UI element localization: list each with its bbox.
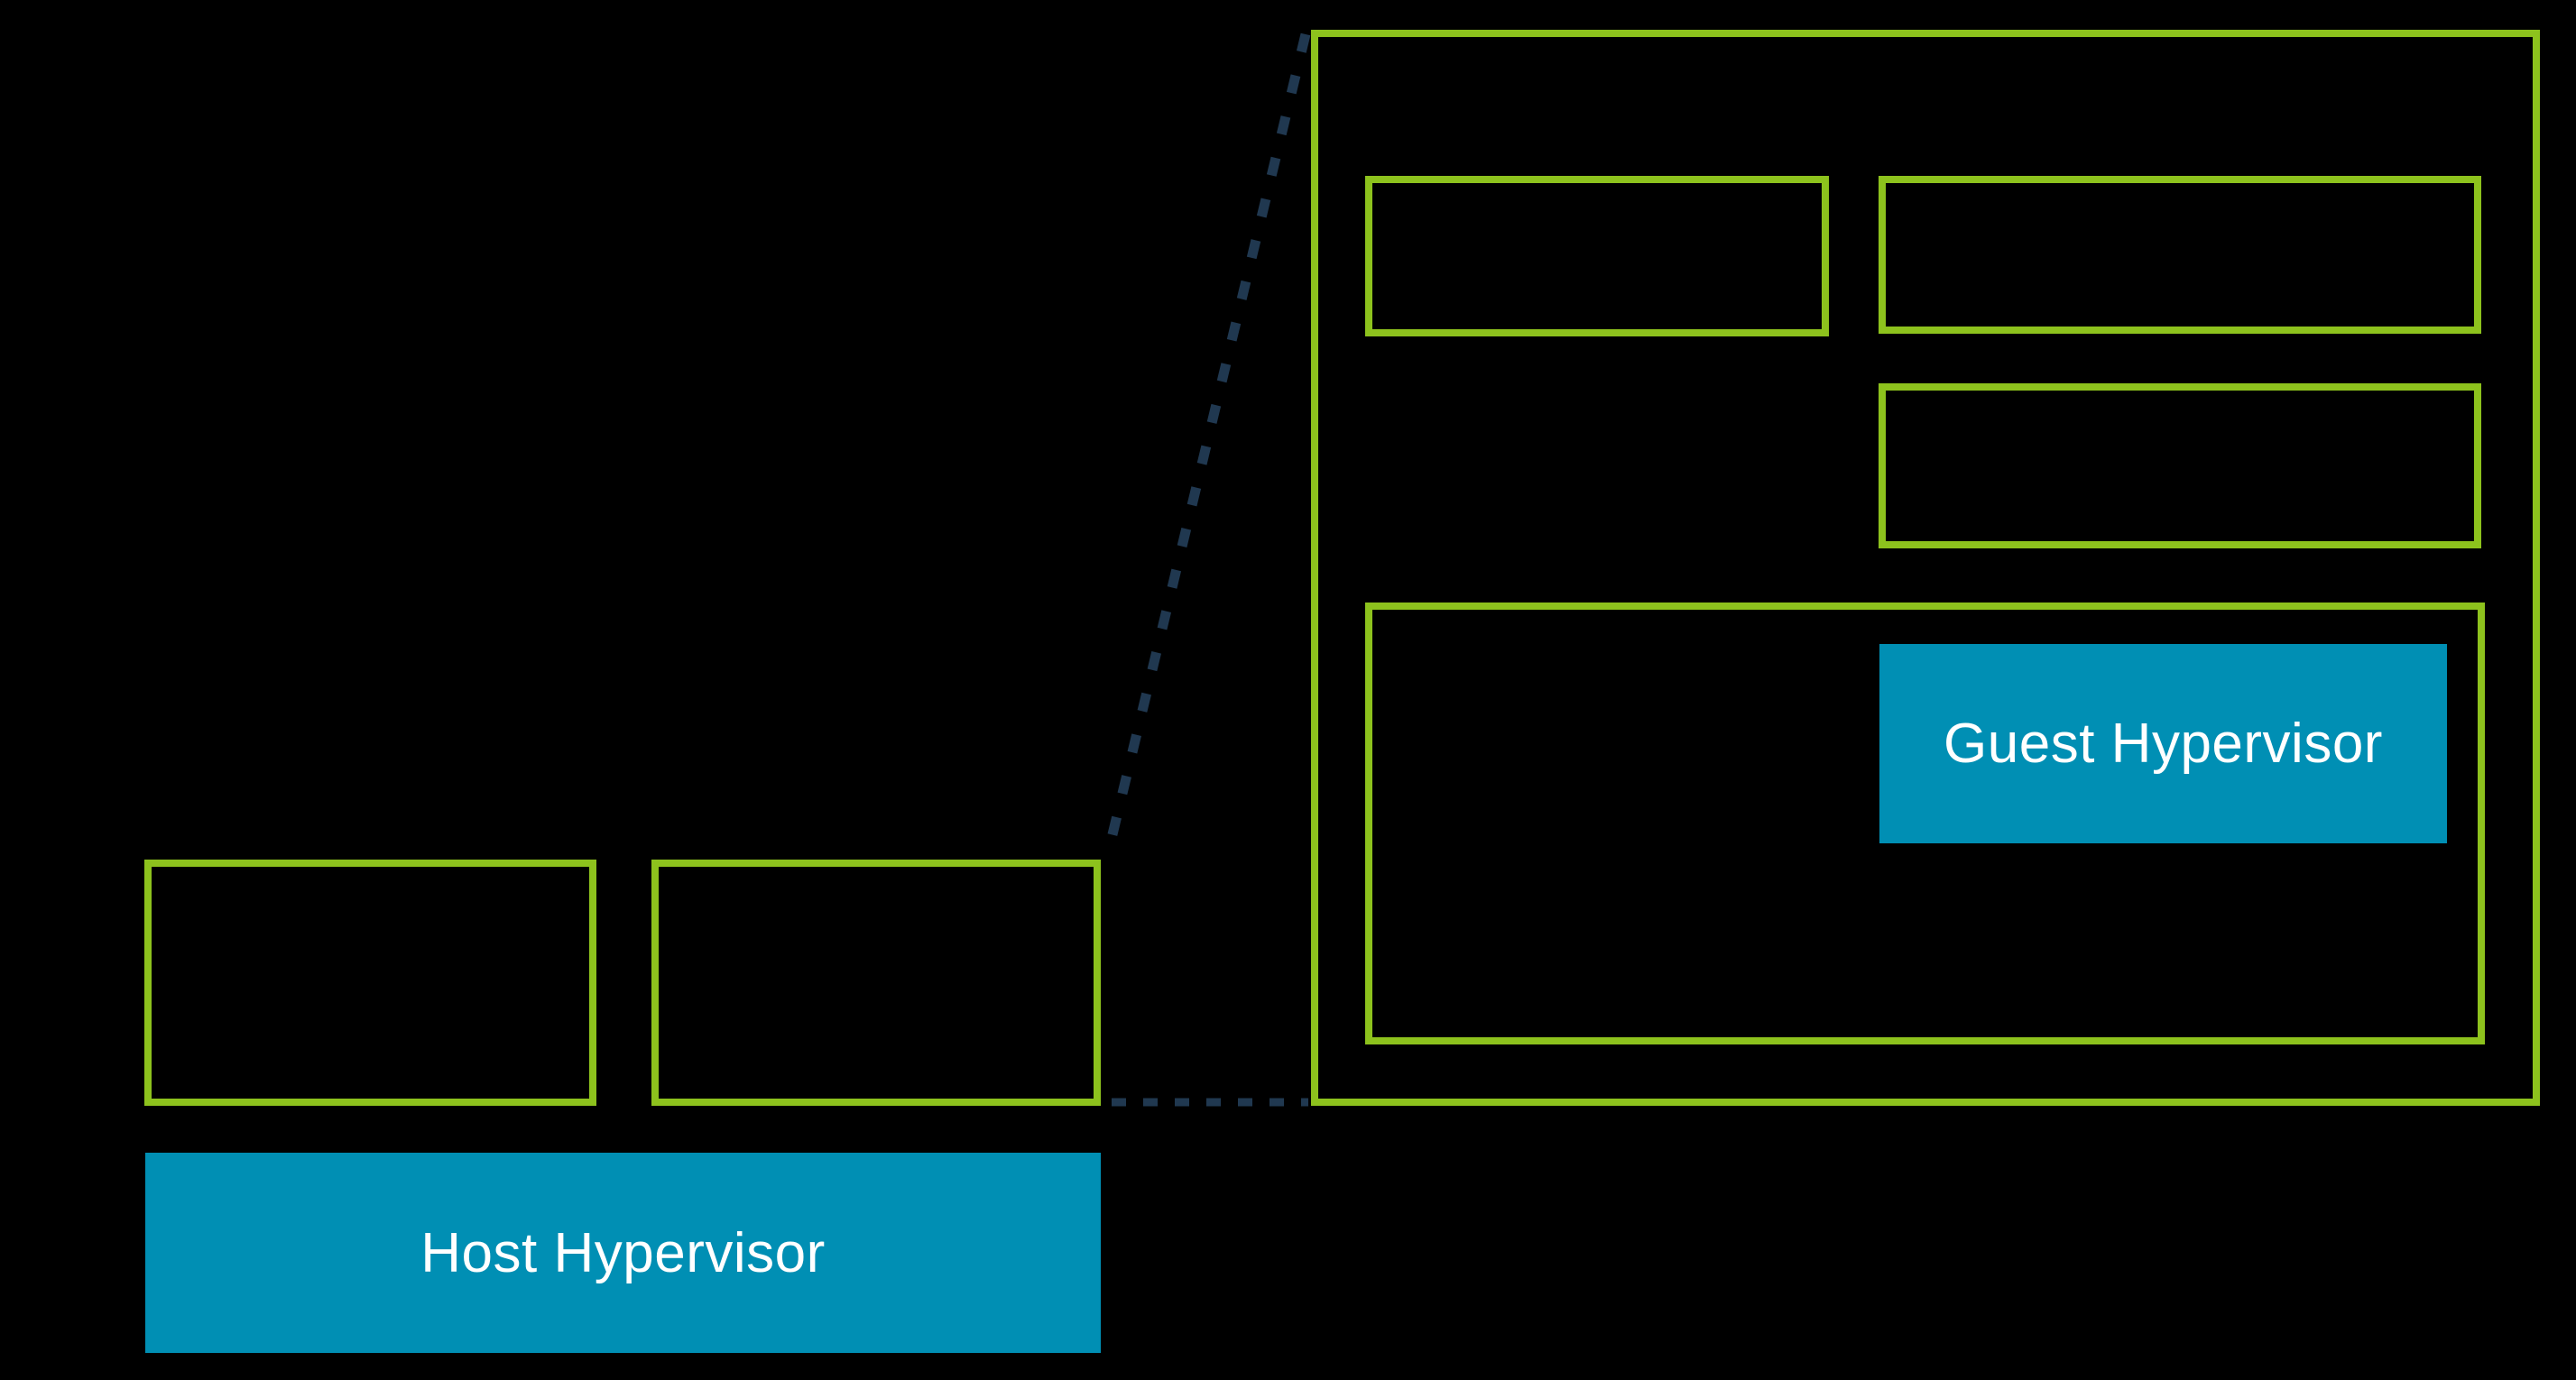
host-hypervisor-label: Host Hypervisor xyxy=(420,1221,826,1284)
host-vm-box-2 xyxy=(651,860,1101,1106)
expanded-vm-box xyxy=(1311,30,2540,1106)
guest-hypervisor-box: Guest Hypervisor xyxy=(1879,644,2447,843)
guest-os-box xyxy=(1365,603,2485,1044)
nested-vm-box-3 xyxy=(1879,383,2481,548)
host-hypervisor-box: Host Hypervisor xyxy=(145,1153,1101,1353)
host-vm-box-1 xyxy=(144,860,596,1106)
guest-hypervisor-label: Guest Hypervisor xyxy=(1944,713,2383,775)
nested-vm-box-1 xyxy=(1365,176,1829,336)
zoom-callout-diagonal-dashed-line xyxy=(1102,32,1311,859)
nested-vm-box-2 xyxy=(1879,176,2481,334)
